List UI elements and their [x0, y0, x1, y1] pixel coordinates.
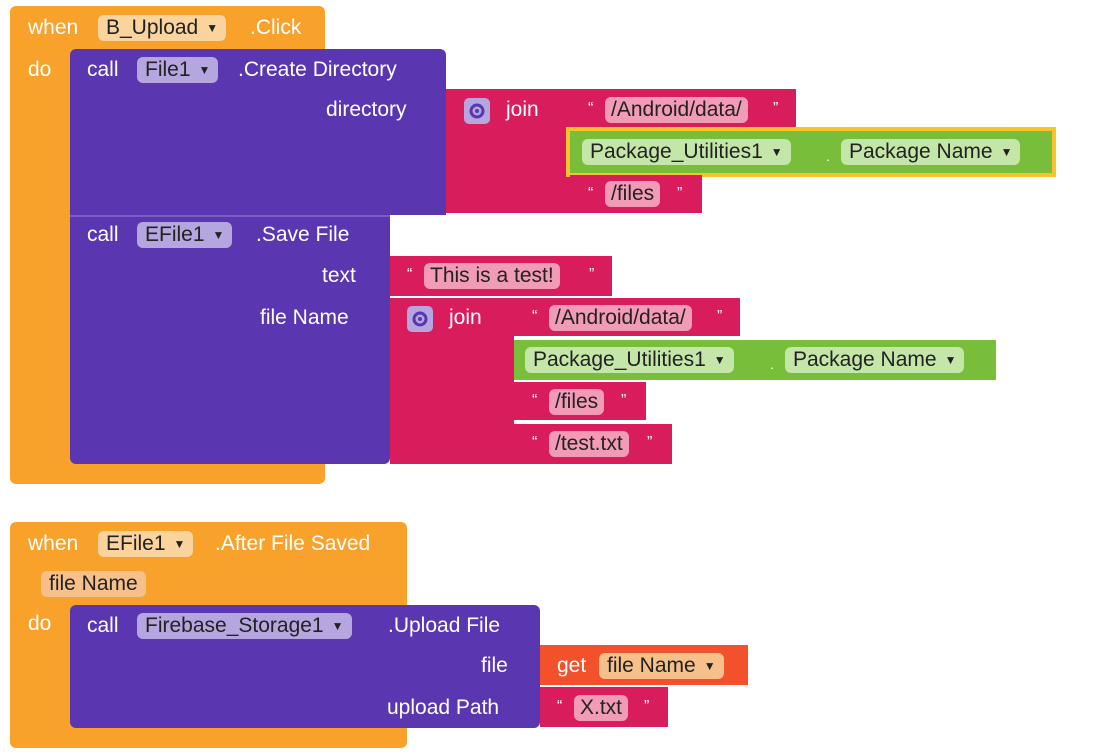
open-quote: “	[532, 392, 538, 409]
when-keyword: when	[28, 532, 79, 555]
chevron-down-icon: ▼	[944, 353, 957, 367]
text-value[interactable]: /Android/data/	[549, 305, 692, 331]
close-quote: ”	[717, 308, 723, 325]
component-dropdown-efile1[interactable]: EFile1▼	[137, 222, 233, 248]
component-dropdown-file1[interactable]: File1▼	[137, 57, 219, 83]
arg-label-text: text	[322, 264, 356, 287]
chevron-down-icon: ▼	[1000, 145, 1013, 159]
close-quote: ”	[677, 185, 683, 202]
text-value[interactable]: /files	[605, 181, 661, 207]
chevron-down-icon: ▼	[198, 63, 211, 77]
do-keyword: do	[28, 58, 52, 81]
property-dropdown-package-name[interactable]: Package Name▼	[841, 139, 1021, 165]
call-block-save-file[interactable]	[70, 215, 390, 464]
join-keyword: join	[449, 306, 482, 329]
property-dot: .	[826, 148, 830, 164]
chevron-down-icon: ▼	[173, 537, 186, 551]
close-quote: ”	[621, 392, 627, 409]
arg-label-file-name: file Name	[260, 306, 349, 329]
variable-dropdown-file-name[interactable]: file Name▼	[599, 653, 724, 679]
call-keyword: call	[87, 223, 119, 246]
text-value[interactable]: X.txt	[574, 695, 629, 721]
call-keyword: call	[87, 58, 119, 81]
call-block-create-directory[interactable]	[70, 49, 446, 215]
chevron-down-icon: ▼	[331, 619, 344, 633]
event-name: .Click	[250, 16, 302, 39]
text-value[interactable]: /test.txt	[549, 431, 629, 457]
chevron-down-icon: ▼	[770, 145, 783, 159]
do-keyword: do	[28, 612, 52, 635]
chevron-down-icon: ▼	[212, 228, 225, 242]
open-quote: “	[532, 434, 538, 451]
component-dropdown-package-utilities[interactable]: Package_Utilities1▼	[582, 139, 791, 165]
get-keyword: get	[557, 654, 587, 677]
open-quote: “	[588, 100, 594, 117]
close-quote: ”	[589, 266, 595, 283]
chevron-down-icon: ▼	[206, 21, 219, 35]
close-quote: ”	[773, 100, 779, 117]
close-quote: ”	[647, 434, 653, 451]
gear-icon[interactable]	[464, 98, 490, 124]
property-dropdown-package-name[interactable]: Package Name▼	[785, 347, 965, 373]
join-keyword: join	[506, 98, 539, 121]
method-name: .Create Directory	[238, 58, 397, 81]
component-dropdown-package-utilities[interactable]: Package_Utilities1▼	[525, 347, 734, 373]
open-quote: “	[407, 266, 413, 283]
component-dropdown-efile1[interactable]: EFile1▼	[98, 531, 194, 557]
arg-label-file: file	[481, 654, 508, 677]
gear-icon[interactable]	[407, 306, 433, 332]
close-quote: ”	[644, 698, 650, 715]
call-keyword: call	[87, 614, 119, 637]
text-value[interactable]: This is a test!	[424, 263, 560, 289]
when-keyword: when	[28, 16, 79, 39]
arg-label-directory: directory	[326, 98, 407, 121]
chevron-down-icon: ▼	[703, 659, 716, 673]
component-dropdown-b-upload[interactable]: B_Upload▼	[98, 15, 227, 41]
arg-label-upload-path: upload Path	[387, 696, 500, 719]
chevron-down-icon: ▼	[713, 353, 726, 367]
open-quote: “	[588, 185, 594, 202]
text-value[interactable]: /files	[549, 389, 605, 415]
method-name: .Upload File	[388, 614, 501, 637]
open-quote: “	[557, 698, 563, 715]
text-value[interactable]: /Android/data/	[605, 97, 748, 123]
component-dropdown-firebase-storage1[interactable]: Firebase_Storage1▼	[137, 613, 352, 639]
event-name: .After File Saved	[215, 532, 371, 555]
property-dot: .	[770, 356, 774, 372]
event-parameter-file-name[interactable]: file Name	[41, 571, 146, 597]
method-name: .Save File	[256, 223, 350, 246]
open-quote: “	[532, 308, 538, 325]
